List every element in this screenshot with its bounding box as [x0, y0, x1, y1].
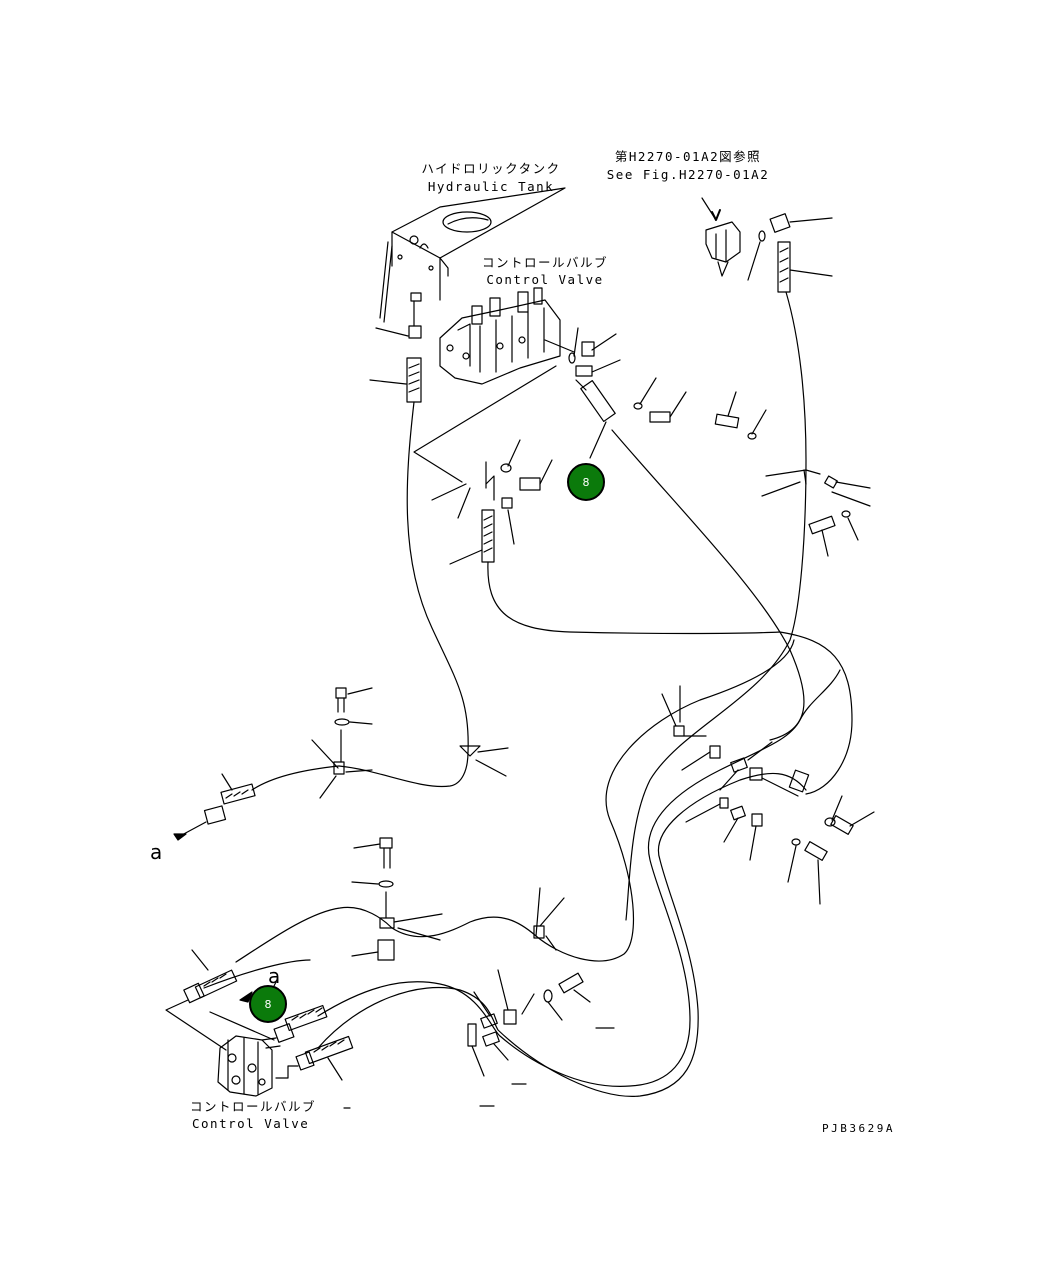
right-bolts [714, 391, 871, 557]
part-callout-marker[interactable]: 8 [249, 985, 287, 1023]
control-valve-upper [439, 287, 575, 385]
reference-figure-label-en: See Fig.H2270-01A2 [606, 167, 770, 182]
bottom-clamp-pair [343, 969, 615, 1109]
lower-hoses [203, 639, 841, 1097]
control-valve-lower [217, 1035, 281, 1097]
center-right-clamps [661, 685, 875, 905]
tank-fitting-hose [369, 292, 469, 753]
hydraulic-tank-label-en: Hydraulic Tank [427, 179, 555, 194]
drawing-code: PJB3629A [822, 1122, 895, 1135]
diagonal-hose [611, 429, 805, 741]
control-valve-lower-label-jp: コントロールバルブ [190, 1099, 317, 1114]
lower-center-clamps [351, 837, 443, 961]
hose-center [449, 509, 853, 795]
control-valve-lower-label-en: Control Valve [192, 1116, 310, 1131]
leader-lines [413, 365, 557, 545]
lower-hose-fittings [165, 949, 354, 1081]
part-callout-marker[interactable]: 8 [567, 463, 605, 501]
control-valve-upper-label-jp: コントロールバルブ [481, 255, 608, 270]
hydraulic-tank [379, 187, 566, 323]
arrow-a-label-bottom: a [268, 964, 281, 988]
ref-component [625, 197, 833, 921]
hydraulic-tank-label-jp: ハイドロリックタンク [421, 161, 561, 176]
arrow-a-label-left: a [150, 840, 163, 864]
upper-fittings [568, 327, 687, 459]
reference-figure-label-jp: 第H2270-01A2図参照 [614, 149, 762, 164]
left-bolt-hose [173, 687, 509, 841]
control-valve-upper-label-en: Control Valve [486, 272, 604, 287]
